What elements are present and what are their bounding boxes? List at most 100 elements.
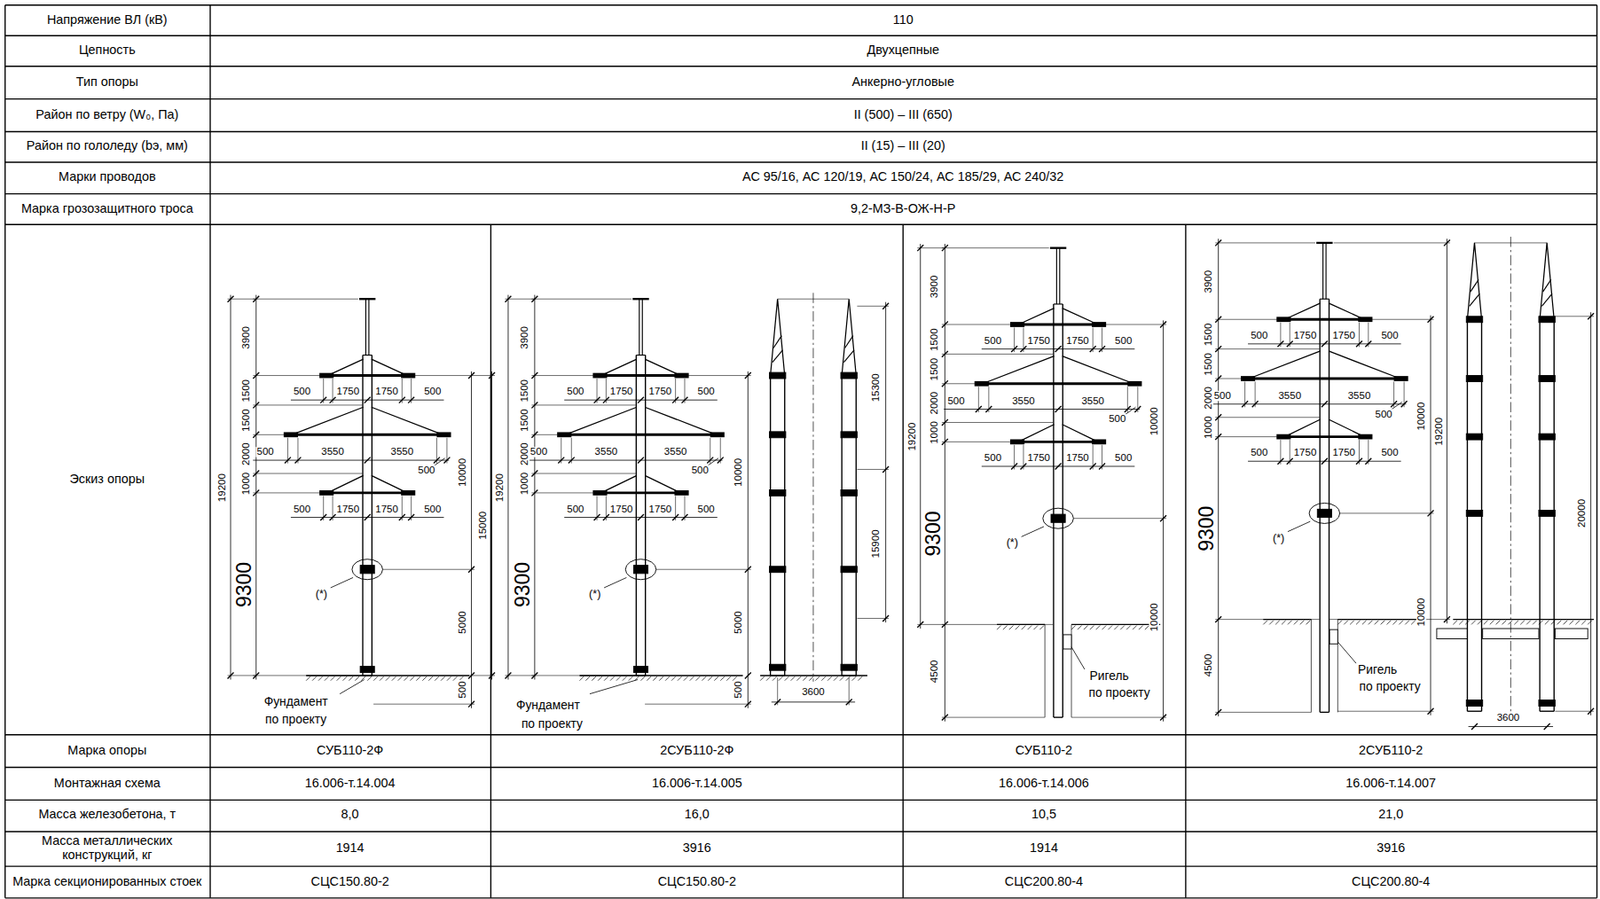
extension-line <box>531 375 595 377</box>
extension-line <box>531 473 636 475</box>
extension-line <box>917 247 945 249</box>
table-cell: АС 95/16, АС 120/19, АС 150/24, АС 185/2… <box>239 170 1567 185</box>
crossarm <box>1242 377 1406 381</box>
ground-hatch <box>778 676 784 682</box>
extension-line <box>941 353 1053 355</box>
ground-hatch <box>1071 626 1076 631</box>
extension-line <box>1370 319 1434 321</box>
table-rule <box>5 131 1598 133</box>
ground-hatch <box>1452 620 1458 626</box>
extension-line <box>686 375 751 377</box>
ground-hatch <box>1587 620 1593 626</box>
dimension-line <box>507 295 509 681</box>
dimension-value: 500 <box>423 386 443 398</box>
lattice-brace <box>843 350 855 363</box>
crossarm-brace <box>371 475 408 494</box>
leader-line <box>707 458 719 466</box>
dimension-line <box>943 408 1140 410</box>
crossarm-brace <box>982 356 1055 385</box>
extension-line <box>531 492 595 494</box>
dimension-tick <box>637 514 644 521</box>
ground-hatch <box>348 676 353 682</box>
dimension-value: 15000 <box>477 510 488 542</box>
dimension-value: 1750 <box>1331 330 1357 342</box>
dimension-value: 1500 <box>241 407 252 433</box>
dimension-value: 500 <box>416 465 437 477</box>
ground-hatch <box>1343 620 1349 626</box>
leader-line <box>1337 642 1357 664</box>
extension-line <box>683 495 685 521</box>
ground-hatch <box>1392 620 1397 626</box>
ground-hatch <box>1362 620 1367 626</box>
dimension-line <box>491 371 493 681</box>
ground-wire-peak <box>1316 242 1333 244</box>
dimension-value: 1750 <box>374 504 400 516</box>
extension-line <box>941 383 977 385</box>
ground-hatch <box>622 676 628 682</box>
dimension-value: 10000 <box>1416 596 1428 628</box>
extension-line <box>1215 619 1319 620</box>
ground-hatch <box>1306 620 1311 626</box>
extension-line <box>332 495 334 521</box>
ground-hatch <box>373 676 378 682</box>
table-cell: II (500) – III (650) <box>239 108 1567 123</box>
dimension-line <box>255 295 257 681</box>
table-rule <box>5 193 1598 195</box>
dimension-value: 19200 <box>1433 415 1444 447</box>
pole-band <box>768 431 785 439</box>
table-cell: СЦС200.80-4 <box>910 876 1177 891</box>
leader-line <box>1287 521 1310 533</box>
table-cell: Цепность <box>7 44 207 59</box>
crossarm-brace <box>371 407 444 435</box>
ground-hatch <box>1009 626 1014 631</box>
dimension-value: 5000 <box>733 610 745 636</box>
dimension-value: 10000 <box>456 457 468 488</box>
ground-hatch <box>312 676 317 682</box>
ground-hatch <box>398 676 403 682</box>
pole-top-lattice <box>770 298 785 376</box>
insulator-string <box>436 431 451 438</box>
top-mast <box>1058 248 1060 305</box>
dimension-value: 1500 <box>519 377 531 403</box>
dimension-line <box>230 295 232 681</box>
crossarm <box>321 491 414 495</box>
dimension-value: 500 <box>690 465 710 477</box>
table-cell: Район по гололеду (bэ, мм) <box>7 140 207 155</box>
extension-line <box>469 674 495 676</box>
insulator-string <box>674 490 689 496</box>
pole-shaft <box>841 674 856 676</box>
dimension-value: 15900 <box>870 528 881 559</box>
table-rule <box>5 98 1598 100</box>
insulator-string <box>400 490 416 496</box>
pole-top-lattice <box>841 298 856 376</box>
extension-line <box>941 441 1012 443</box>
ground-hatch <box>385 676 391 682</box>
ground-hatch <box>1287 620 1293 626</box>
insulator-string <box>974 381 989 387</box>
table-cell: Марки проводов <box>7 170 207 185</box>
ground-hatch <box>1411 620 1416 626</box>
extension-line <box>505 298 535 300</box>
callout-mark: (*) <box>1271 532 1287 544</box>
table-rule <box>5 865 1598 867</box>
table-rule <box>5 734 1598 736</box>
extension-line <box>1215 416 1319 418</box>
table-cell: 1914 <box>217 842 483 857</box>
extension-line <box>941 624 1053 626</box>
ground-hatch <box>379 676 385 682</box>
crossbar-rigel <box>1436 628 1468 640</box>
dimension-value: 1500 <box>241 377 252 403</box>
dimension-value: 1750 <box>647 386 673 398</box>
dimension-line <box>1217 238 1219 717</box>
table-cell: Напряжение ВЛ (кВ) <box>7 13 207 28</box>
ground-hatch <box>802 676 808 682</box>
dimension-value: 500 <box>456 680 468 700</box>
dimension-value: 2000 <box>929 391 941 416</box>
dimension-tick <box>745 672 752 679</box>
extension-line <box>1333 242 1451 244</box>
extension-line <box>644 704 752 706</box>
table-rule <box>5 800 1598 801</box>
ground-hatch <box>1374 620 1380 626</box>
insulator-string <box>319 373 334 379</box>
ground-hatch <box>658 676 664 682</box>
